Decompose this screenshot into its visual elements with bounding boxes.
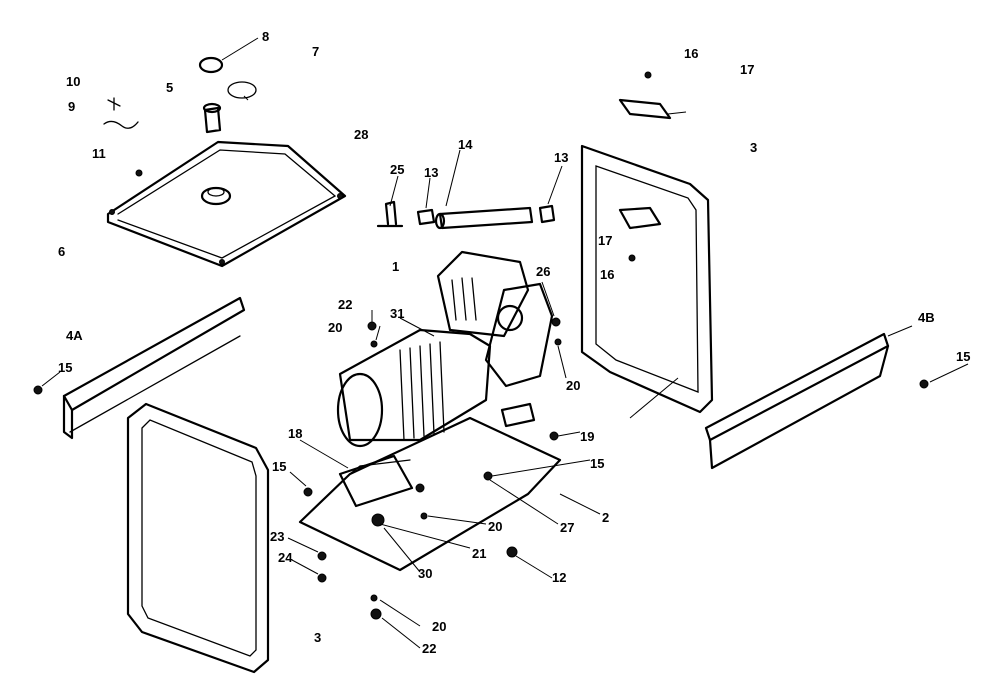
hardware-fasteners [33,317,929,620]
callout-3: 3 [314,630,321,645]
callout-17: 17 [598,233,612,248]
callout-10: 10 [66,74,80,89]
callout-31: 31 [390,306,404,321]
fuel-tank [106,140,347,268]
base-plate [298,402,562,572]
callout-1: 1 [392,259,399,274]
callout-16: 16 [684,46,698,61]
callout-20: 20 [488,519,502,534]
callout-17: 17 [740,62,754,77]
callout-27: 27 [560,520,574,535]
callout-8: 8 [262,29,269,44]
callout-13: 13 [424,165,438,180]
callout-19: 19 [580,429,594,444]
callout-28: 28 [354,127,368,142]
side-rail-4b [704,332,890,470]
callout-4a: 4A [66,328,83,343]
callout-12: 12 [552,570,566,585]
callout-24: 24 [278,550,293,565]
callout-6: 6 [58,244,65,259]
callout-15: 15 [956,349,970,364]
handle-bracket [618,71,672,262]
callout-20: 20 [566,378,580,393]
callout-22: 22 [422,641,436,656]
callout-15: 15 [590,456,604,471]
callout-26: 26 [536,264,550,279]
callout-21: 21 [472,546,486,561]
engine-generator [336,250,554,448]
callout-22: 22 [338,297,352,312]
callout-16: 16 [600,267,614,282]
front-tube-frame [126,402,270,674]
rear-tube-frame [580,144,714,414]
callout-15: 15 [58,360,72,375]
callout-9: 9 [68,99,75,114]
callout-4b: 4B [918,310,935,325]
fuel-cap-assembly [103,56,257,177]
callout-7: 7 [312,44,319,59]
side-rail-4a [62,296,246,440]
callout-2: 2 [602,510,609,525]
callout-23: 23 [270,529,284,544]
callout-15: 15 [272,459,286,474]
callout-30: 30 [418,566,432,581]
callout-18: 18 [288,426,302,441]
callout-25: 25 [390,162,404,177]
fuel-hose-assembly [376,200,556,230]
callout-14: 14 [458,137,473,152]
callout-labels: 8 7 10 5 9 11 28 6 14 25 13 13 16 17 3 1… [58,29,970,656]
callout-3: 3 [750,140,757,155]
callout-20: 20 [432,619,446,634]
callout-13: 13 [554,150,568,165]
callout-20: 20 [328,320,342,335]
leader-lines [41,37,969,649]
callout-11: 11 [92,146,106,161]
callout-5: 5 [166,80,173,95]
